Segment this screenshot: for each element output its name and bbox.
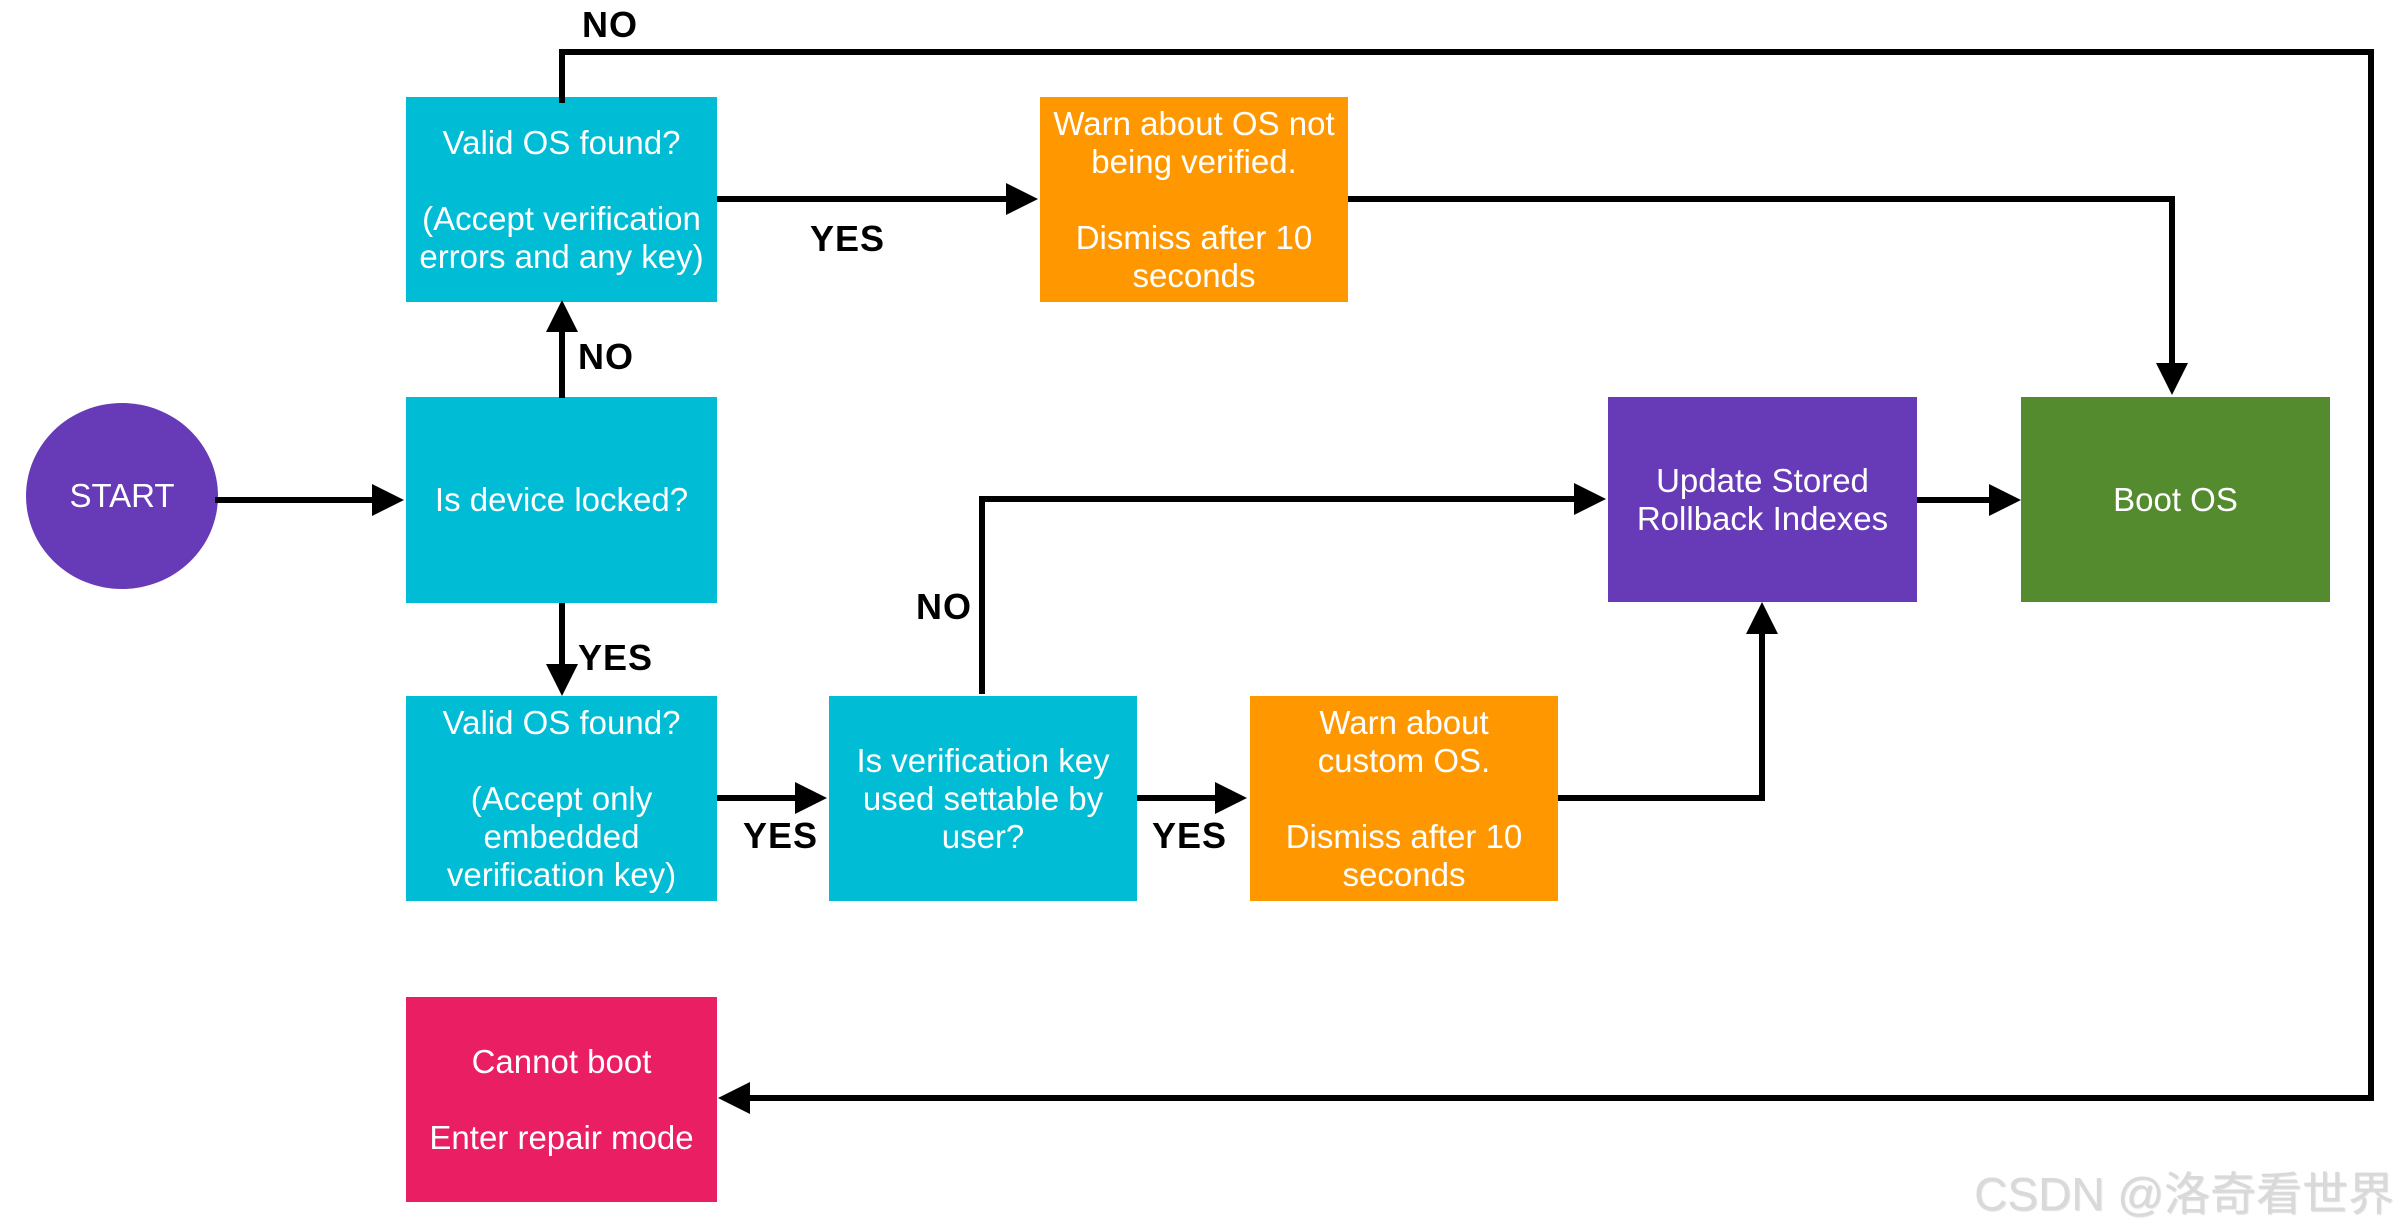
edge-verifkey-no-vsegment [979, 502, 985, 694]
edge-warn-boot-hsegment [1348, 196, 2175, 202]
edge-warncustom-update-vsegment [1759, 634, 1765, 801]
edge-verifkey-yes-arrowhead [1215, 782, 1247, 814]
warn-custom-os-node: Warn about custom OS. Dismiss after 10 s… [1250, 696, 1558, 901]
edge-validunlocked-no-rightsegment [2368, 49, 2374, 1101]
edge-label-verification-key-yes: YES [1152, 815, 1228, 856]
edge-start-locked-arrowhead [372, 484, 404, 516]
edge-locked-yes-segment [559, 603, 565, 664]
edge-warn-boot-vsegment [2169, 196, 2175, 363]
edge-label-verification-key-no: NO [916, 586, 972, 627]
boot-os-node: Boot OS [2021, 397, 2330, 602]
edge-label-valid-unlocked-no: NO [582, 4, 638, 45]
edge-validunlocked-yes-segment [717, 196, 1006, 202]
edge-label-device-locked-no: NO [578, 336, 634, 377]
warn-os-not-verified-node: Warn about OS not being verified. Dismis… [1040, 97, 1348, 302]
valid-os-locked-node: Valid OS found? (Accept only embedded ve… [406, 696, 717, 901]
verification-key-settable-node: Is verification key used settable by use… [829, 696, 1137, 901]
valid-os-unlocked-node: Valid OS found? (Accept verification err… [406, 97, 717, 302]
is-device-locked-node: Is device locked? [406, 397, 717, 603]
edge-update-boot-segment [1917, 497, 1991, 503]
edge-label-valid-unlocked-yes: YES [810, 218, 886, 259]
edge-update-boot-arrowhead [1989, 484, 2021, 516]
edge-warn-boot-arrowhead [2156, 363, 2188, 395]
edge-validlocked-yes-segment [717, 795, 797, 801]
edge-validunlocked-no-bottomsegment [750, 1095, 2374, 1101]
edge-verifkey-no-arrowhead [1574, 483, 1606, 515]
edge-warncustom-update-hsegment [1558, 795, 1765, 801]
edge-warncustom-update-arrowhead [1746, 602, 1778, 634]
edge-validunlocked-yes-arrowhead [1006, 183, 1038, 215]
edge-verifkey-yes-segment [1137, 795, 1217, 801]
edge-validunlocked-no-vsegment1 [559, 49, 565, 103]
csdn-watermark: CSDN @洛奇看世界 [1974, 1168, 2394, 1220]
edge-validunlocked-no-topsegment [559, 49, 2374, 55]
edge-label-valid-locked-yes: YES [743, 815, 819, 856]
edge-start-locked-segment [215, 497, 374, 503]
update-rollback-indexes-node: Update Stored Rollback Indexes [1608, 397, 1917, 602]
edge-validlocked-yes-arrowhead [795, 782, 827, 814]
edge-label-device-locked-yes: YES [578, 637, 654, 678]
edge-locked-yes-arrowhead [546, 664, 578, 696]
edge-locked-no-arrowhead [546, 300, 578, 332]
start-node: START [26, 403, 218, 589]
edge-locked-no-segment [559, 330, 565, 398]
edge-verifkey-no-hsegment [979, 496, 1576, 502]
edge-validunlocked-no-arrowhead [718, 1082, 750, 1114]
cannot-boot-node: Cannot boot Enter repair mode [406, 997, 717, 1202]
